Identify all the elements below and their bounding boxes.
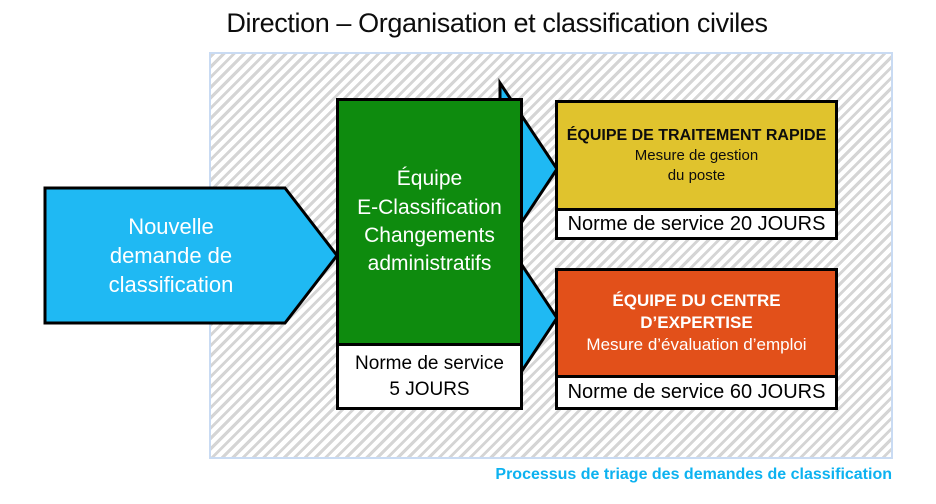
fast-track-box: ÉQUIPE DE TRAITEMENT RAPIDE Mesure de ge… [555, 100, 838, 240]
eclassification-box-title: Équipe E-Classification Changements admi… [339, 101, 520, 343]
expertise-centre-box-subtitle: Mesure d’évaluation d’emploi [586, 335, 807, 355]
diagram-title: Direction – Organisation et classificati… [226, 8, 768, 38]
new-request-arrow-shape [43, 186, 339, 325]
fast-track-service-standard: Norme de service 20 JOURS [558, 208, 835, 237]
fast-track-box-body: ÉQUIPE DE TRAITEMENT RAPIDE Mesure de ge… [558, 103, 835, 208]
expertise-centre-box: ÉQUIPE DU CENTRE D’EXPERTISE Mesure d’év… [555, 268, 838, 410]
eclassification-service-standard: Norme de service 5 JOURS [339, 343, 520, 407]
fast-track-box-subtitle: Mesure de gestion du poste [634, 147, 759, 184]
expertise-centre-box-body: ÉQUIPE DU CENTRE D’EXPERTISE Mesure d’év… [558, 271, 835, 375]
new-request-arrow-label: Nouvelle demande de classification [108, 213, 234, 298]
eclassification-box: Équipe E-Classification Changements admi… [336, 98, 523, 410]
diagram-caption: Processus de triage des demandes de clas… [495, 466, 892, 483]
expertise-centre-service-standard: Norme de service 60 JOURS [558, 375, 835, 407]
fast-track-box-title: ÉQUIPE DE TRAITEMENT RAPIDE [566, 126, 827, 144]
expertise-centre-box-title: ÉQUIPE DU CENTRE D’EXPERTISE [612, 290, 781, 332]
